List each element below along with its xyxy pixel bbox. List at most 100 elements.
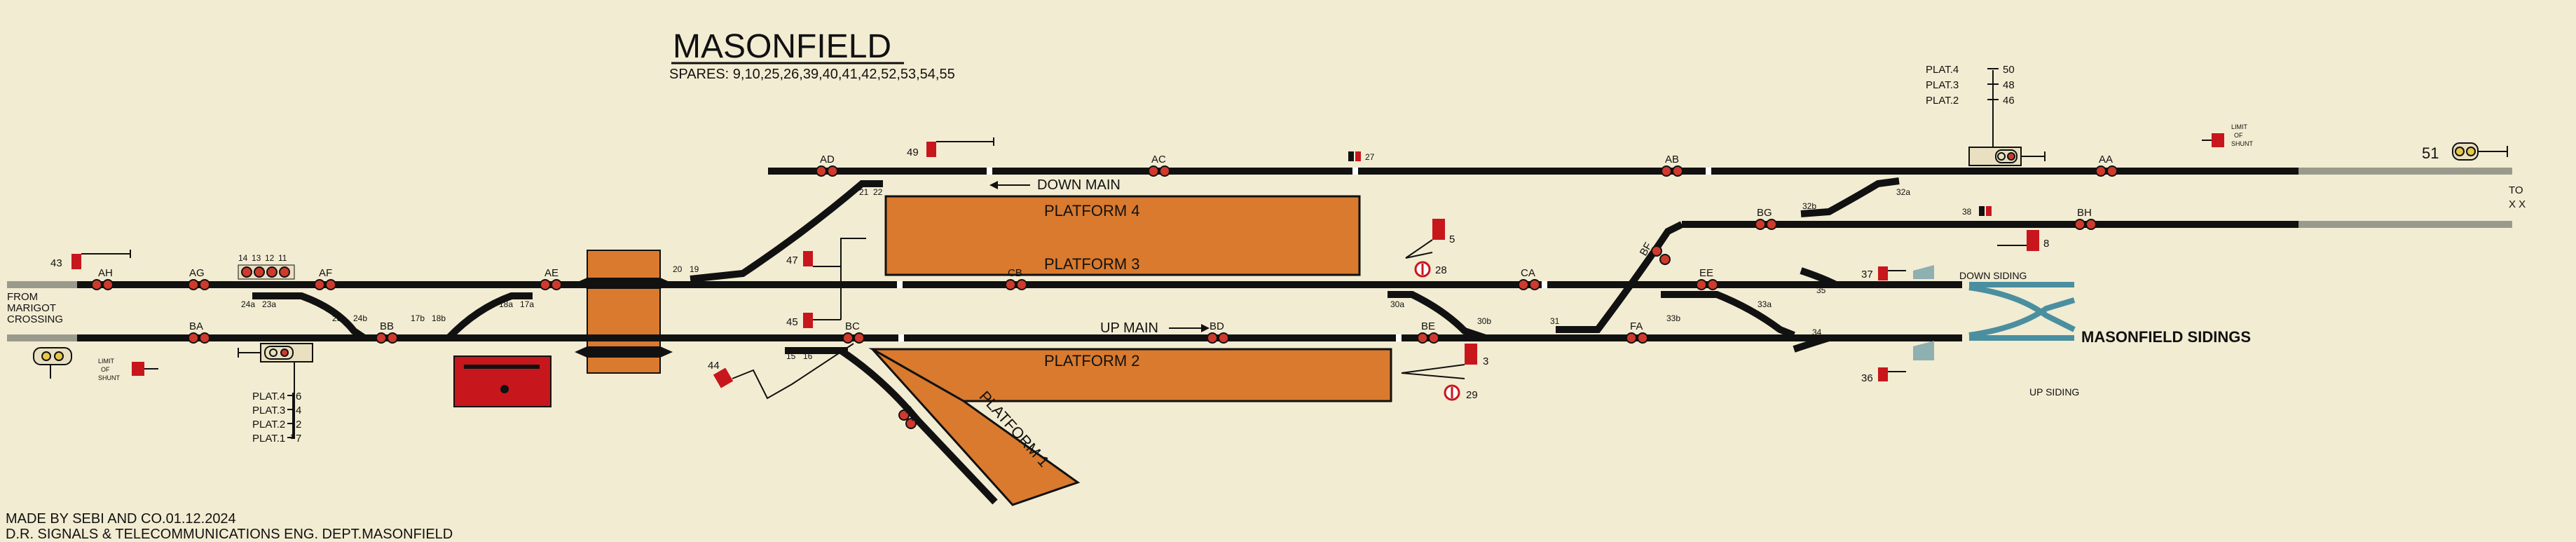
siding-lead-34 (1793, 334, 1830, 353)
route-right-plat2: PLAT.2 (1926, 95, 1959, 107)
insulated-joints (897, 168, 1711, 341)
limit-of-shunt-left-line3: SHUNT (98, 374, 121, 381)
tc-bh: BH (2077, 207, 2092, 219)
point-21: 21 (859, 187, 869, 197)
point-15: 15 (786, 351, 796, 361)
point-32b: 32b (1802, 201, 1816, 211)
signal-47-label: 47 (786, 255, 798, 266)
crossover-17-18 (427, 292, 533, 341)
signal-13-label: 13 (252, 253, 261, 263)
point-34: 34 (1812, 327, 1822, 337)
signal-5-label: 5 (1449, 233, 1455, 245)
point-33b: 33b (1666, 313, 1680, 323)
from-marigot-line1: FROM (7, 291, 38, 303)
signal-51-head (2452, 142, 2508, 161)
crossover-23 (252, 292, 366, 341)
limit-of-shunt-left (132, 362, 158, 376)
route-left-1: 1 (290, 433, 294, 440)
signals-11-14 (238, 264, 295, 280)
from-marigot-line3: CROSSING (7, 313, 63, 325)
limit-of-shunt-right-line3: SHUNT (2231, 140, 2254, 147)
point-24a: 24a (241, 299, 255, 309)
down-siding-fan (1968, 282, 2076, 332)
left-signal-head-outer (33, 347, 72, 379)
signal-47 (803, 251, 841, 267)
route-left-plat3: PLAT.3 (252, 405, 285, 416)
footer-made-by: MADE BY SEBI AND CO.01.12.2024 (6, 511, 236, 527)
route-left-plat1: PLAT.1 (252, 433, 285, 445)
tc-ad: AD (820, 154, 835, 165)
route-box-left (287, 393, 294, 439)
crossover-30 (1388, 291, 1487, 341)
down-main-label: DOWN MAIN (1037, 177, 1121, 193)
signal-29-label: 29 (1466, 389, 1478, 401)
platform-1-line (785, 347, 998, 505)
route-right-48: 48 (2003, 79, 2015, 91)
route-right-plat4: PLAT.4 (1926, 64, 1959, 76)
tc-bd: BD (1210, 320, 1224, 332)
spares-list: SPARES: 9,10,25,26,39,40,41,42,52,53,54,… (669, 67, 955, 82)
signal-14-label: 14 (238, 253, 248, 263)
route-left-4: 4 (296, 405, 301, 416)
signal-43 (71, 250, 131, 269)
point-35: 35 (1816, 285, 1826, 295)
limit-of-shunt-right-line2: OF (2234, 132, 2243, 139)
signal-44-label: 44 (708, 360, 720, 372)
platform-4 (884, 195, 1361, 276)
route-left-6: 6 (296, 391, 301, 402)
tc-ac: AC (1151, 154, 1166, 165)
route-left-plat4: PLAT.4 (252, 391, 285, 402)
limit-of-shunt-right (2202, 133, 2224, 147)
point-30a: 30a (1390, 299, 1404, 309)
tc-ah: AH (98, 267, 113, 279)
connection-down-to-plat4 (690, 180, 883, 283)
signal-45 (803, 238, 866, 328)
signal-38 (1979, 206, 1992, 216)
crossover-33 (1661, 291, 1795, 339)
crossover-31-be (1556, 221, 1684, 333)
route-left-plat2: PLAT.2 (252, 419, 285, 431)
signal-28-label: 28 (1435, 264, 1447, 276)
signal-8-label: 8 (2043, 238, 2049, 250)
signal-44 (713, 343, 854, 400)
crossover-32 (1800, 177, 1900, 217)
point-16: 16 (803, 351, 813, 361)
tc-bb: BB (380, 320, 394, 332)
platform-2-label: PLATFORM 2 (1044, 352, 1140, 370)
signal-51-label: 51 (2422, 144, 2439, 162)
point-18a: 18a (499, 299, 513, 309)
tc-ae: AE (544, 267, 559, 279)
tc-af: AF (319, 267, 332, 279)
signal-8 (1997, 230, 2039, 251)
route-box-right (1987, 68, 1999, 100)
signal-36-label: 36 (1861, 372, 1873, 384)
signal-28 (1414, 261, 1431, 278)
up-siding-buffer (1913, 341, 1934, 360)
route-right-46: 46 (2003, 95, 2015, 107)
point-32a: 32a (1896, 187, 1910, 197)
point-30b: 30b (1477, 316, 1491, 326)
tc-bc: BC (845, 320, 860, 332)
signal-49 (926, 137, 994, 157)
tc-ag: AG (189, 267, 205, 279)
platform-1 (871, 348, 1081, 506)
up-main-arrowhead (1201, 324, 1210, 332)
down-siding-label: DOWN SIDING (1959, 270, 2027, 281)
from-marigot-line2: MARIGOT (7, 302, 56, 314)
signal-box-block (453, 355, 551, 407)
platform-4-label: PLATFORM 4 (1044, 202, 1140, 219)
point-22: 22 (873, 187, 883, 197)
signal-29 (1444, 384, 1460, 401)
up-siding-fan (1968, 297, 2076, 341)
point-20: 20 (673, 264, 683, 274)
to-xx-line1: TO (2509, 184, 2523, 196)
route-left-2: 2 (296, 419, 301, 431)
point-24b: 24b (353, 313, 367, 323)
signal-3-label: 3 (1483, 355, 1488, 367)
tc-aa: AA (2099, 154, 2113, 165)
signal-11-label: 11 (278, 253, 287, 263)
footer-dept: D.R. SIGNALS & TELECOMMUNICATIONS ENG. D… (6, 527, 453, 542)
signal-37 (1878, 266, 1906, 280)
point-18b: 18b (432, 313, 446, 323)
